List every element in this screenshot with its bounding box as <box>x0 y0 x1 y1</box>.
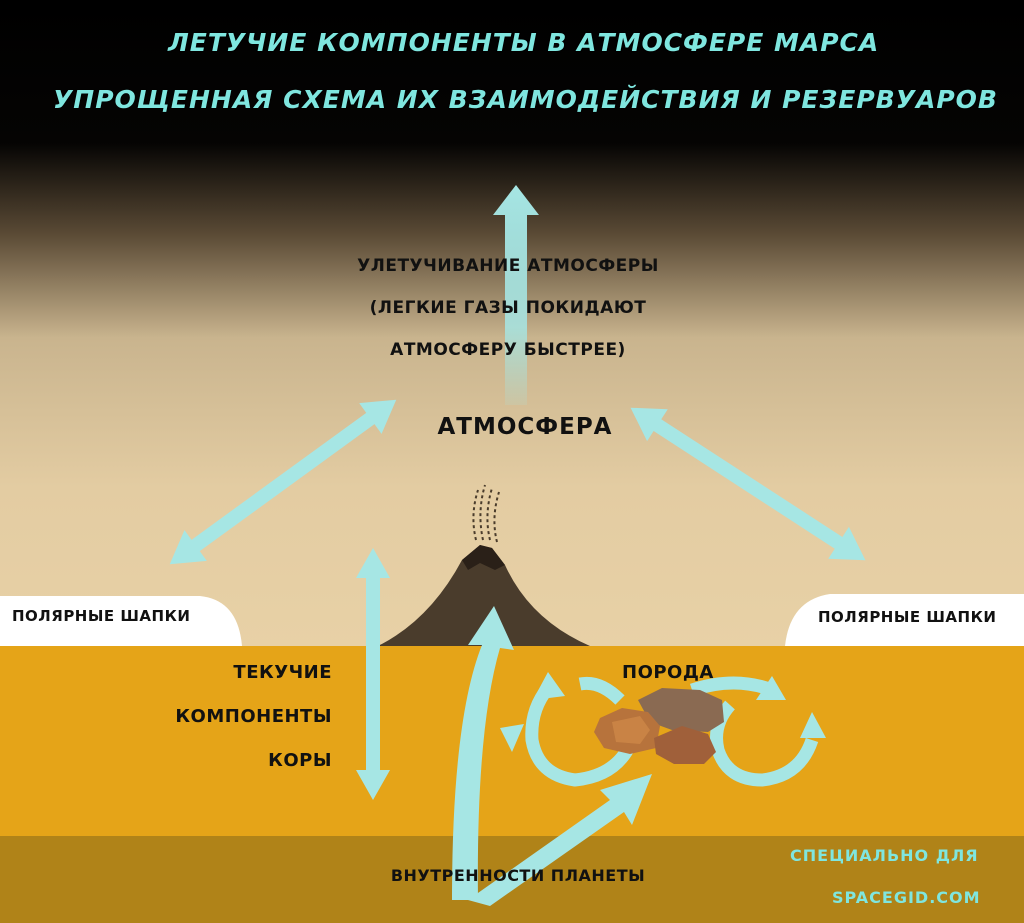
diagram-subtitle: УПРОЩЕННАЯ СХЕМА ИХ ВЗАИМОДЕЙСТВИЯ И РЕЗ… <box>53 85 998 114</box>
atmosphere-polar-arrow-right <box>630 407 866 561</box>
watermark-line2: SPACEGID.COM <box>832 888 981 907</box>
diagram-title: ЛЕТУЧИЕ КОМПОНЕНТЫ В АТМОСФЕРЕ МАРСА <box>168 28 880 57</box>
polar-cap-icon <box>0 596 242 646</box>
rock-cycle-arrowheads <box>500 672 826 752</box>
polar-caps-label-left: ПОЛЯРНЫЕ ШАПКИ <box>12 607 191 625</box>
crust-label-line3: КОРЫ <box>268 750 332 771</box>
rock-icon <box>594 688 724 764</box>
interior-arrows <box>452 606 652 906</box>
watermark-line1: СПЕЦИАЛЬНО ДЛЯ <box>790 846 979 865</box>
escape-label-line3: АТМОСФЕРУ БЫСТРЕЕ) <box>390 340 626 360</box>
interior-label: ВНУТРЕННОСТИ ПЛАНЕТЫ <box>390 866 646 885</box>
rock-label: ПОРОДА <box>622 662 714 683</box>
polar-cap-icon <box>785 594 1024 646</box>
escape-label-line2: (ЛЕГКИЕ ГАЗЫ ПОКИДАЮТ <box>369 298 647 318</box>
crust-label-line1: ТЕКУЧИЕ <box>233 662 332 683</box>
atmosphere-label: АТМОСФЕРА <box>437 414 613 440</box>
crust-label-line2: КОМПОНЕНТЫ <box>175 706 332 727</box>
atmosphere-polar-arrow-left <box>169 399 397 565</box>
escape-arrow <box>493 185 539 405</box>
escape-label-line1: УЛЕТУЧИВАНИЕ АТМОСФЕРЫ <box>357 256 659 276</box>
polar-caps-label-right: ПОЛЯРНЫЕ ШАПКИ <box>818 608 997 626</box>
volcano-icon <box>378 484 590 646</box>
crust-atmosphere-arrow <box>356 548 390 800</box>
rock-cycle-arrows <box>525 676 819 787</box>
